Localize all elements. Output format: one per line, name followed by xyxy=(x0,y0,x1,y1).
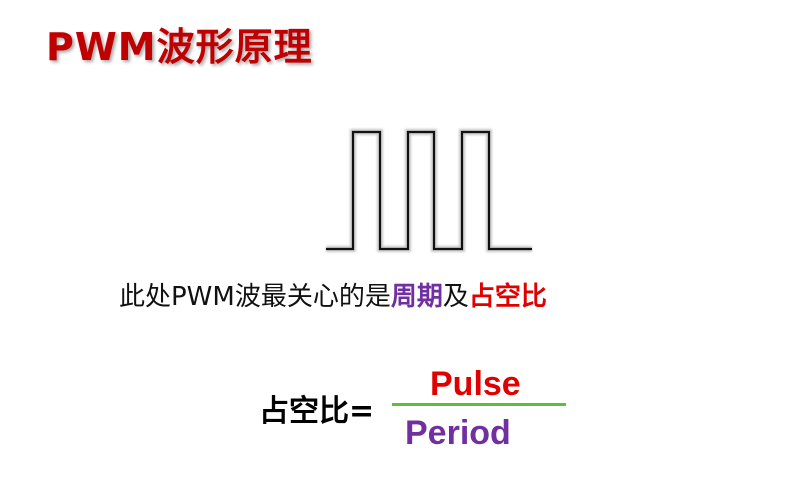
statement-period-word: 周期 xyxy=(390,282,443,312)
slide-title: PWM波形原理 xyxy=(46,25,313,69)
fraction-bar xyxy=(392,403,566,406)
statement-prefix: 此处PWM波最关心的是 xyxy=(119,282,391,312)
waveform-line xyxy=(326,130,532,251)
formula-label: 占空比= xyxy=(259,394,375,429)
statement-conjunction: 及 xyxy=(442,282,469,312)
statement-line: 此处PWM波最关心的是周期及占空比 xyxy=(119,276,547,313)
formula-denominator: Period xyxy=(405,414,511,452)
statement-duty-cycle-word: 占空比 xyxy=(468,282,547,312)
formula-numerator: Pulse xyxy=(430,365,521,403)
pwm-waveform xyxy=(326,129,532,252)
waveform-shadow xyxy=(326,129,532,252)
